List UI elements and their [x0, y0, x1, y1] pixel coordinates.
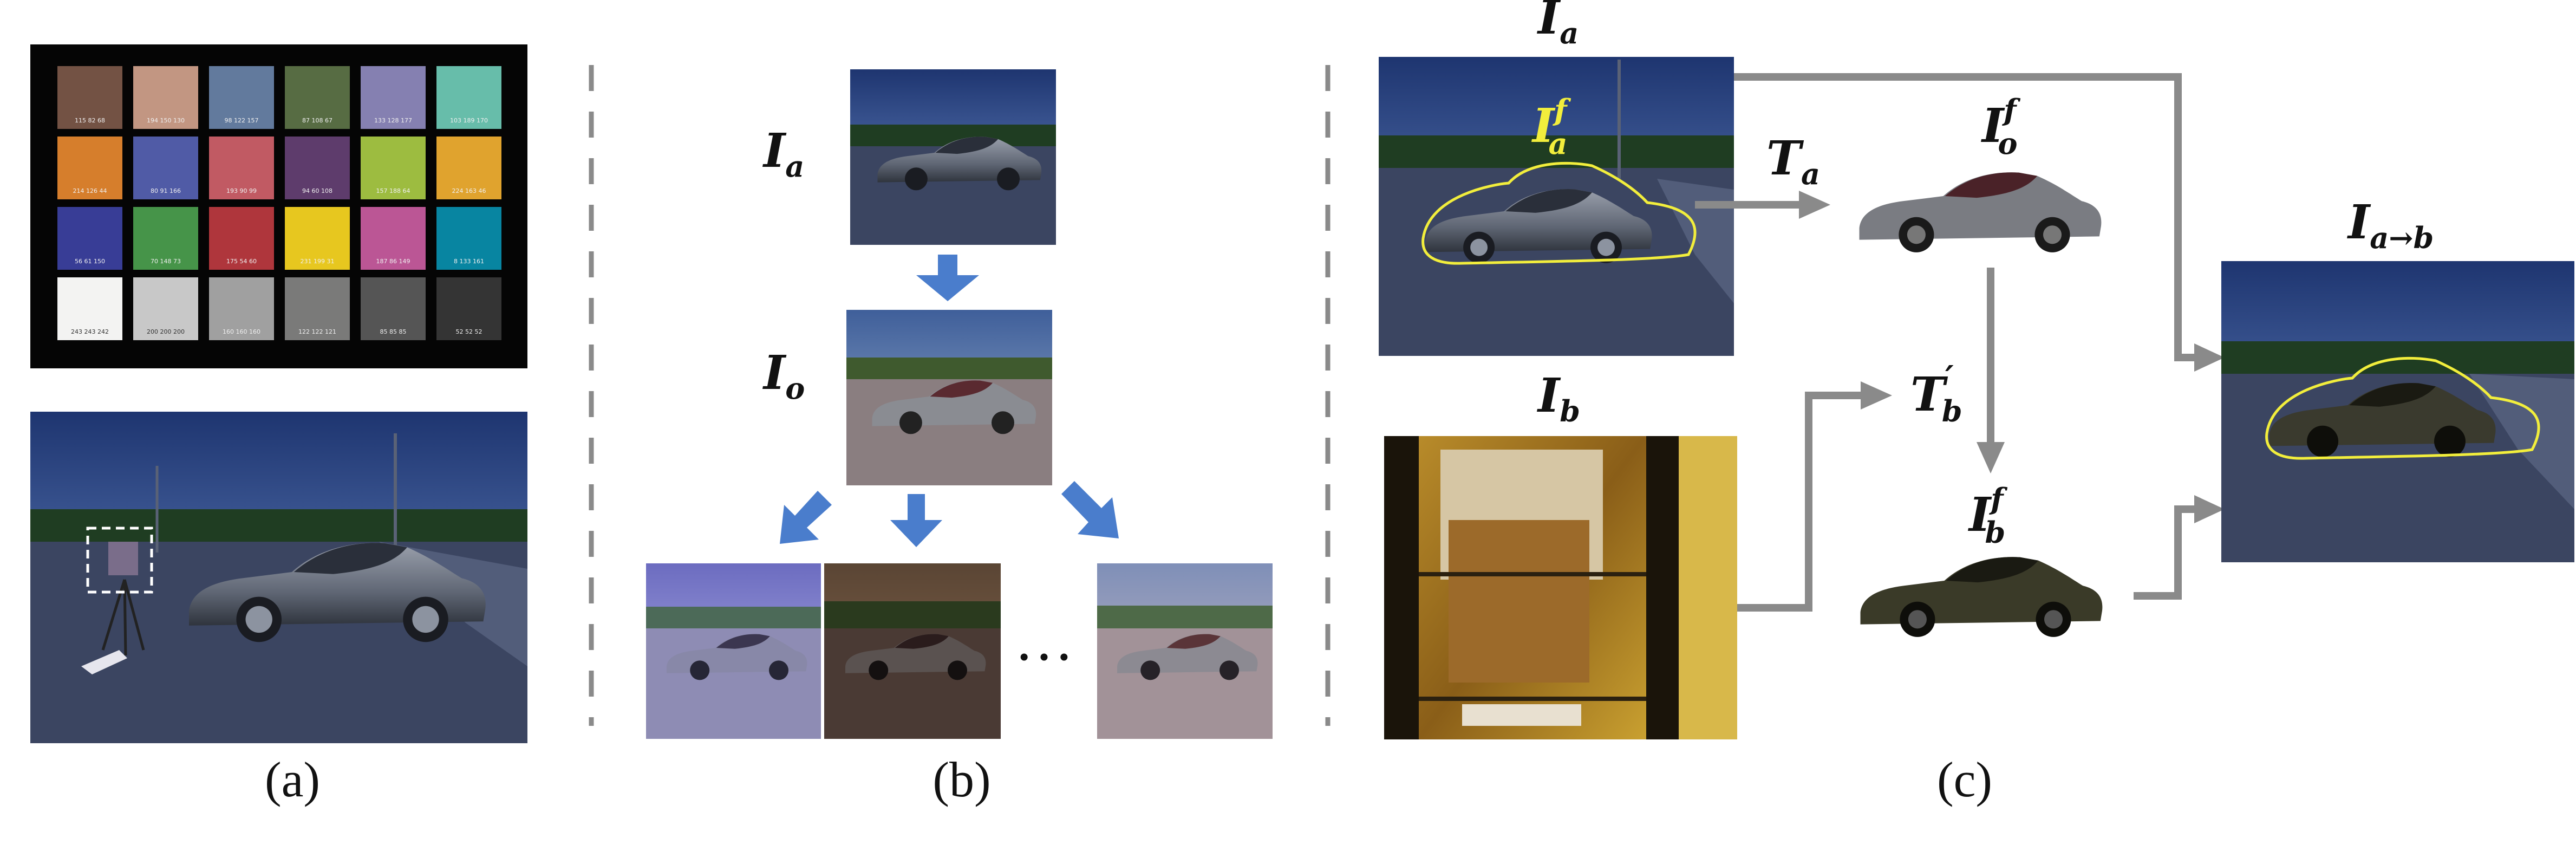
label-tb: T′b	[1910, 359, 1962, 428]
checker-swatch	[57, 66, 122, 129]
photo-aug-pink	[1097, 563, 1273, 739]
checker-swatch-value: 56 61 150	[75, 258, 105, 265]
checker-swatch-value: 115 82 68	[75, 117, 105, 124]
checker-swatch	[209, 66, 274, 129]
checker-swatch-value: 157 188 64	[376, 187, 410, 194]
checker-swatch-value: 98 122 157	[225, 117, 259, 124]
panel-a: 115 82 68 194 150 130 98 122 157 87 108 67 1…	[30, 44, 527, 807]
checker-swatch-value: 122 122 121	[298, 328, 336, 335]
checker-swatch	[361, 207, 426, 270]
photo-ia-small	[850, 69, 1056, 245]
car-ibf	[1860, 557, 2103, 637]
checker-swatch	[133, 66, 198, 129]
checker-swatch	[57, 207, 122, 270]
arrow-tb	[1737, 392, 1863, 612]
arrow-diag-right-blue	[1061, 481, 1119, 538]
checker-swatch-value: 70 148 73	[151, 258, 181, 265]
checker-swatch	[285, 137, 350, 199]
arrow-top-head	[2194, 343, 2225, 372]
arrow-ibf-head	[2194, 495, 2225, 523]
checker-swatch	[209, 277, 274, 340]
label-ia-b: Ia	[762, 124, 804, 184]
checker-swatch	[209, 137, 274, 199]
checker-swatch-value: 187 86 149	[376, 258, 410, 265]
arrow-down-blue	[916, 255, 979, 301]
checker-swatch-value: 52 52 52	[456, 328, 482, 335]
checker-swatch	[133, 137, 198, 199]
photo-car-with-checker	[30, 412, 527, 743]
checker-swatch-value: 175 54 60	[226, 258, 257, 265]
arrow-down-blue-2	[890, 494, 942, 547]
checker-swatch-value: 243 243 242	[71, 328, 109, 335]
caption-b: (b)	[932, 752, 990, 807]
checker-swatch	[361, 137, 426, 199]
arrow-top-to-output	[1734, 73, 2199, 361]
color-checker-swatches: 115 82 68 194 150 130 98 122 157 87 108 67 1…	[57, 66, 501, 340]
label-iab: Ia→b	[2346, 195, 2434, 255]
car-iof	[1859, 172, 2102, 252]
checker-swatch	[57, 137, 122, 199]
checker-swatch-value: 103 189 170	[450, 117, 488, 124]
label-ia-c: Ia	[1536, 0, 1579, 50]
arrow-tb-head	[1861, 381, 1892, 410]
checker-swatch-value: 8 133 161	[454, 258, 484, 265]
checker-swatch	[285, 277, 350, 340]
checker-swatch	[57, 277, 122, 340]
photo-output	[2221, 261, 2574, 562]
ellipsis-b: …	[1014, 607, 1074, 673]
checker-swatch	[133, 277, 198, 340]
photo-ib-cabinet	[1384, 436, 1737, 739]
checker-swatch-value: 231 199 31	[301, 258, 335, 265]
label-ta: Ta	[1766, 131, 1820, 191]
photo-aug-purple	[646, 563, 821, 739]
checker-swatch-value: 87 108 67	[302, 117, 332, 124]
checker-swatch-value: 80 91 166	[151, 187, 181, 194]
checker-swatch-value: 94 60 108	[302, 187, 332, 194]
arrow-down-gray-head	[1977, 442, 2005, 473]
photo-ia-large	[1379, 57, 1734, 356]
checker-swatch	[436, 66, 501, 129]
arrow-ibf-to-output	[2134, 505, 2199, 600]
checker-swatch-value: 133 128 177	[374, 117, 412, 124]
checker-swatch-value: 194 150 130	[147, 117, 185, 124]
checker-swatch-value: 224 163 46	[452, 187, 486, 194]
checker-swatch-value: 193 90 99	[226, 187, 257, 194]
checker-swatch-value: 200 200 200	[147, 328, 185, 335]
arrow-diag-left-blue	[780, 491, 832, 544]
checker-swatch	[436, 207, 501, 270]
panel-b: Ia Io	[646, 69, 1273, 807]
photo-io	[846, 310, 1052, 485]
checker-swatch	[133, 207, 198, 270]
checker-swatch-value: 85 85 85	[380, 328, 407, 335]
checker-swatch	[285, 207, 350, 270]
checker-swatch	[436, 137, 501, 199]
caption-a: (a)	[265, 752, 320, 807]
label-ib-c: Ib	[1536, 368, 1580, 428]
checker-swatch	[285, 66, 350, 129]
arrow-ta-head	[1799, 191, 1830, 219]
checker-swatch	[361, 277, 426, 340]
checker-swatch	[436, 277, 501, 340]
label-io-b: Io	[762, 346, 805, 406]
checker-swatch	[361, 66, 426, 129]
checker-swatch-value: 214 126 44	[73, 187, 107, 194]
checker-swatch	[209, 207, 274, 270]
checker-swatch-value: 160 160 160	[223, 328, 260, 335]
caption-c: (c)	[1937, 752, 1992, 807]
photo-aug-brown	[824, 563, 1001, 739]
